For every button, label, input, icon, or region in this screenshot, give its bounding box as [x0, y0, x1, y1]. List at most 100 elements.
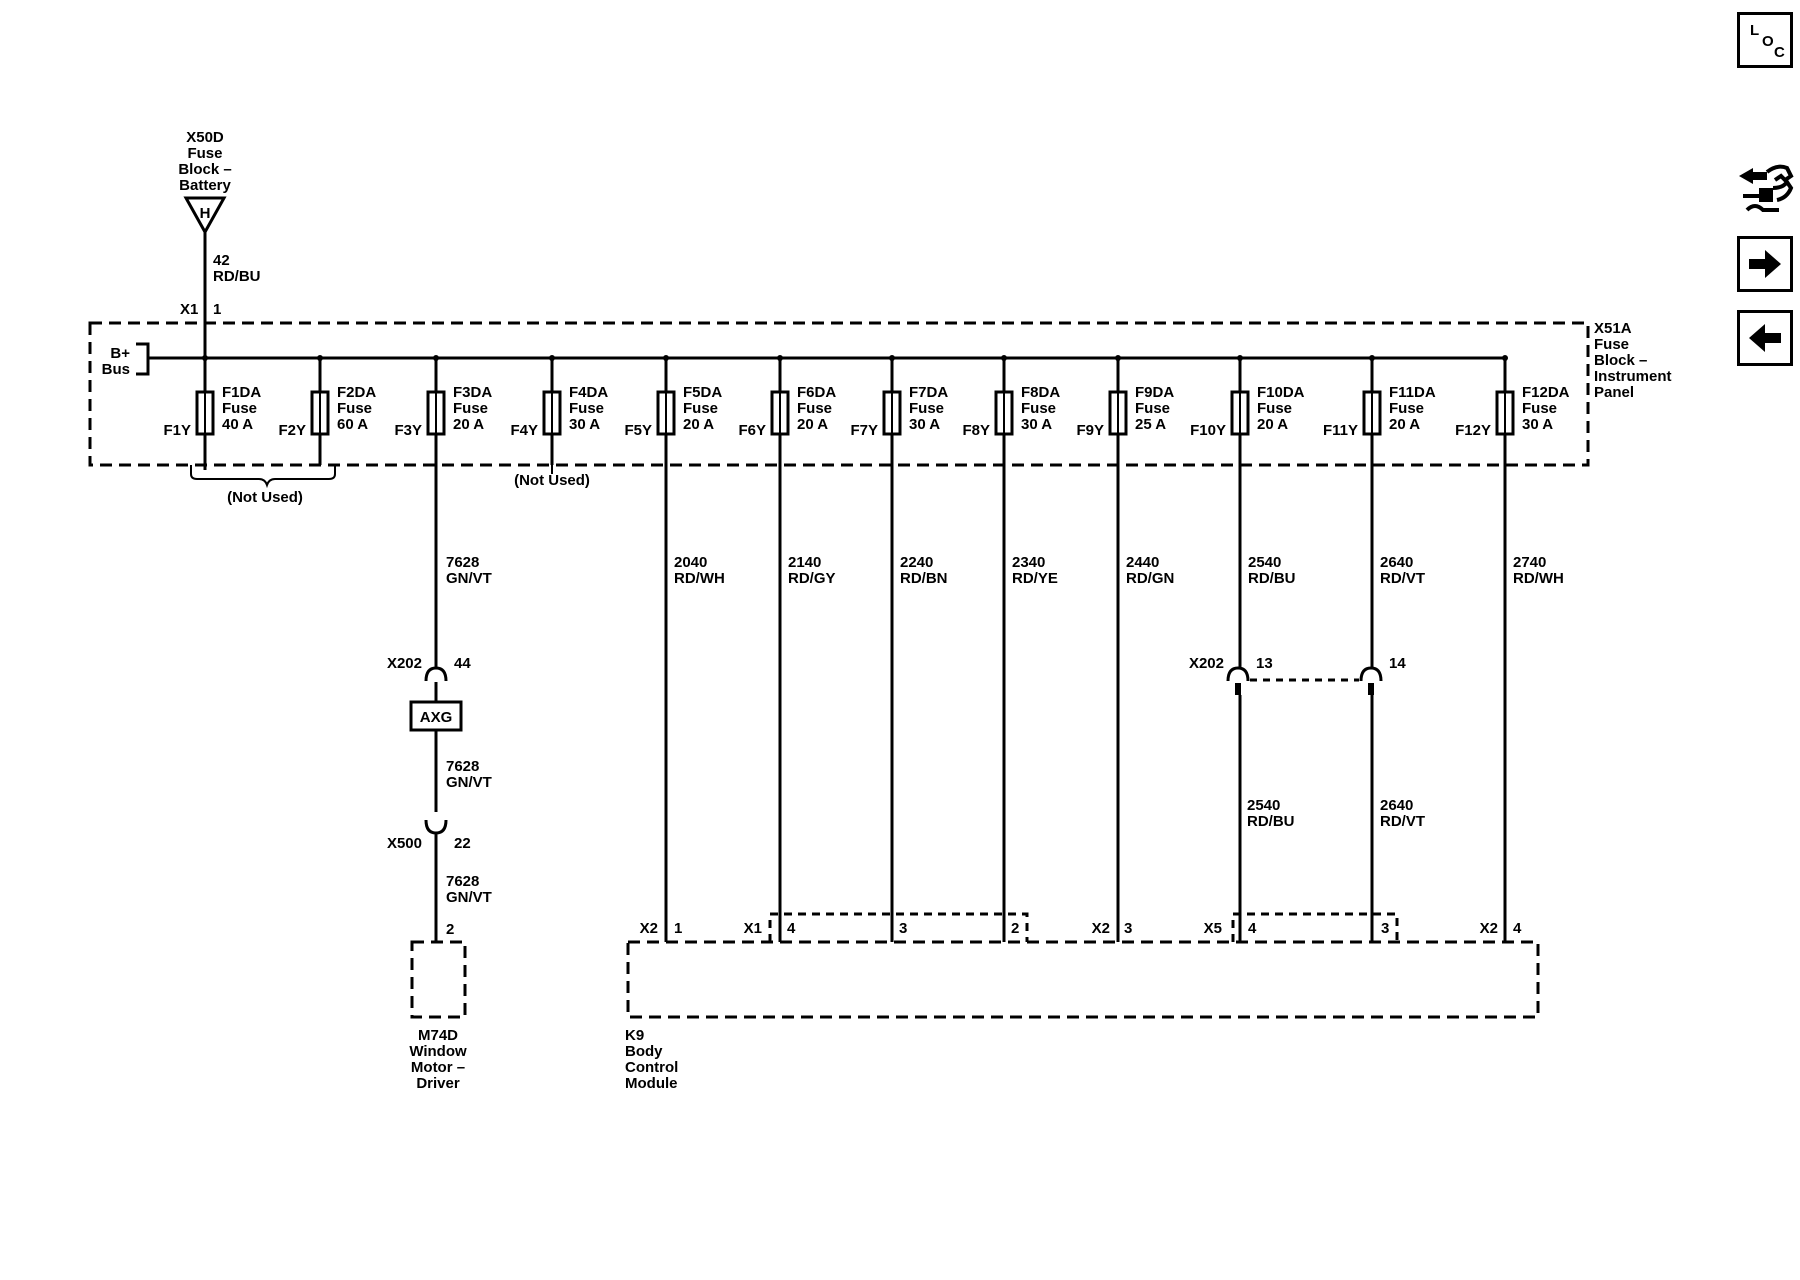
fuse-type: Fuse	[569, 400, 604, 417]
fuse-terminal: F11Y	[1323, 422, 1358, 439]
bcm-wire-circuit: 2540	[1248, 554, 1281, 571]
bcm-pin: 4	[1248, 920, 1257, 937]
bcm-wire-circuit: 2440	[1126, 554, 1159, 571]
location-view-button[interactable]: L O C	[1737, 12, 1793, 68]
bcm-conn: X2	[1480, 920, 1498, 937]
fuse-name: F7DA	[909, 384, 948, 401]
bcm-conn: X2	[1092, 920, 1110, 937]
bus-label: B+	[110, 345, 130, 362]
battery-terminal-letter: H	[200, 205, 211, 222]
battery-block-line: X50D	[186, 129, 224, 146]
fuse-name: F8DA	[1021, 384, 1060, 401]
window-pin2: 22	[454, 835, 471, 852]
fuse-name: F6DA	[797, 384, 836, 401]
battery-conn: X1	[180, 301, 198, 318]
fuse-name: F3DA	[453, 384, 492, 401]
bcm-wire-color: RD/BN	[900, 570, 948, 587]
fuse-name: F4DA	[569, 384, 608, 401]
bcm-pin: 3	[1381, 920, 1389, 937]
bus-junction-dot	[317, 355, 323, 361]
connector-x500-pin22	[424, 819, 448, 835]
ip-fuse-block-outline	[88, 321, 1590, 467]
fuse-terminal: F10Y	[1190, 422, 1226, 439]
fuse-type: Fuse	[683, 400, 718, 417]
bcm-wire-circuit: 2740	[1513, 554, 1546, 571]
bcm-wire-color: RD/YE	[1012, 570, 1058, 587]
bcm-conn: X1	[744, 920, 762, 937]
fuse-rating: 60 A	[337, 416, 368, 433]
lower-wire-circuit: 2540	[1247, 797, 1280, 814]
connector-x202-pin44	[424, 666, 448, 682]
bcm-label-line: Body	[625, 1043, 663, 1060]
back-button[interactable]	[1737, 310, 1793, 366]
bcm-conn: X2	[640, 920, 658, 937]
bus-junction-dot	[1237, 355, 1243, 361]
connector-repair-icon	[1739, 164, 1794, 212]
bcm-wire-circuit: 2640	[1380, 554, 1413, 571]
fuse-rating: 20 A	[1257, 416, 1288, 433]
bcm-wire-color: RD/WH	[1513, 570, 1564, 587]
connector-repair-button[interactable]	[1733, 158, 1795, 220]
bcm-wire-circuit: 2340	[1012, 554, 1045, 571]
fuse-name: F12DA	[1522, 384, 1570, 401]
arrow-right-icon	[1749, 250, 1781, 278]
splice-label: AXG	[420, 709, 453, 726]
fuse-type: Fuse	[1389, 400, 1424, 417]
ip-block-line: X51A	[1594, 320, 1632, 337]
lower-wire-circuit: 2640	[1380, 797, 1413, 814]
window-load-line: Driver	[416, 1075, 460, 1092]
bus-junction-dot	[1115, 355, 1121, 361]
x202-inline-connector: X202 13 14	[1189, 655, 1406, 695]
battery-wire-color: RD/BU	[213, 268, 261, 285]
lower-wire-color: RD/VT	[1380, 813, 1425, 830]
bcm-pin: 4	[1513, 920, 1522, 937]
fuse-terminal: F3Y	[394, 422, 422, 439]
bus-junction-dot	[1502, 355, 1508, 361]
forward-button[interactable]	[1737, 236, 1793, 292]
bcm-outline	[626, 940, 1540, 1019]
bcm-wire-circuit: 2140	[788, 554, 821, 571]
bcm-pin: 1	[674, 920, 682, 937]
bcm-label-line: Control	[625, 1059, 678, 1076]
window-conn2: X500	[387, 835, 422, 852]
bus-junction-dot	[777, 355, 783, 361]
ip-block-line: Panel	[1594, 384, 1634, 401]
fuse-rating: 30 A	[909, 416, 940, 433]
window-wire-circuit: 7628	[446, 554, 479, 571]
fuse-terminal: F1Y	[163, 422, 191, 439]
fuse-type: Fuse	[909, 400, 944, 417]
window-motor-circuit: 7628 GN/VT X202 44 AXG 7628 GN/VT X500 2…	[387, 465, 492, 1092]
bcm-label-line: K9	[625, 1027, 644, 1044]
bus-junction-dot	[1369, 355, 1375, 361]
window-load-line: M74D	[418, 1027, 458, 1044]
bcm-wire-color: RD/GN	[1126, 570, 1174, 587]
fuse-terminal: F6Y	[738, 422, 766, 439]
arrow-left-icon	[1749, 324, 1781, 352]
loc-letter-o: O	[1762, 33, 1774, 50]
window-load-pin: 2	[446, 921, 454, 938]
bcm-wire-color: RD/BU	[1248, 570, 1296, 587]
bus-junction-dot	[889, 355, 895, 361]
bus-label: Bus	[102, 361, 130, 378]
fuse-type: Fuse	[222, 400, 257, 417]
bcm-wire-color: RD/GY	[788, 570, 836, 587]
fuse-type: Fuse	[1257, 400, 1292, 417]
window-conn1: X202	[387, 655, 422, 672]
fuse-rating: 40 A	[222, 416, 253, 433]
battery-terminal-symbol	[183, 196, 227, 236]
window-load-line: Motor –	[411, 1059, 465, 1076]
